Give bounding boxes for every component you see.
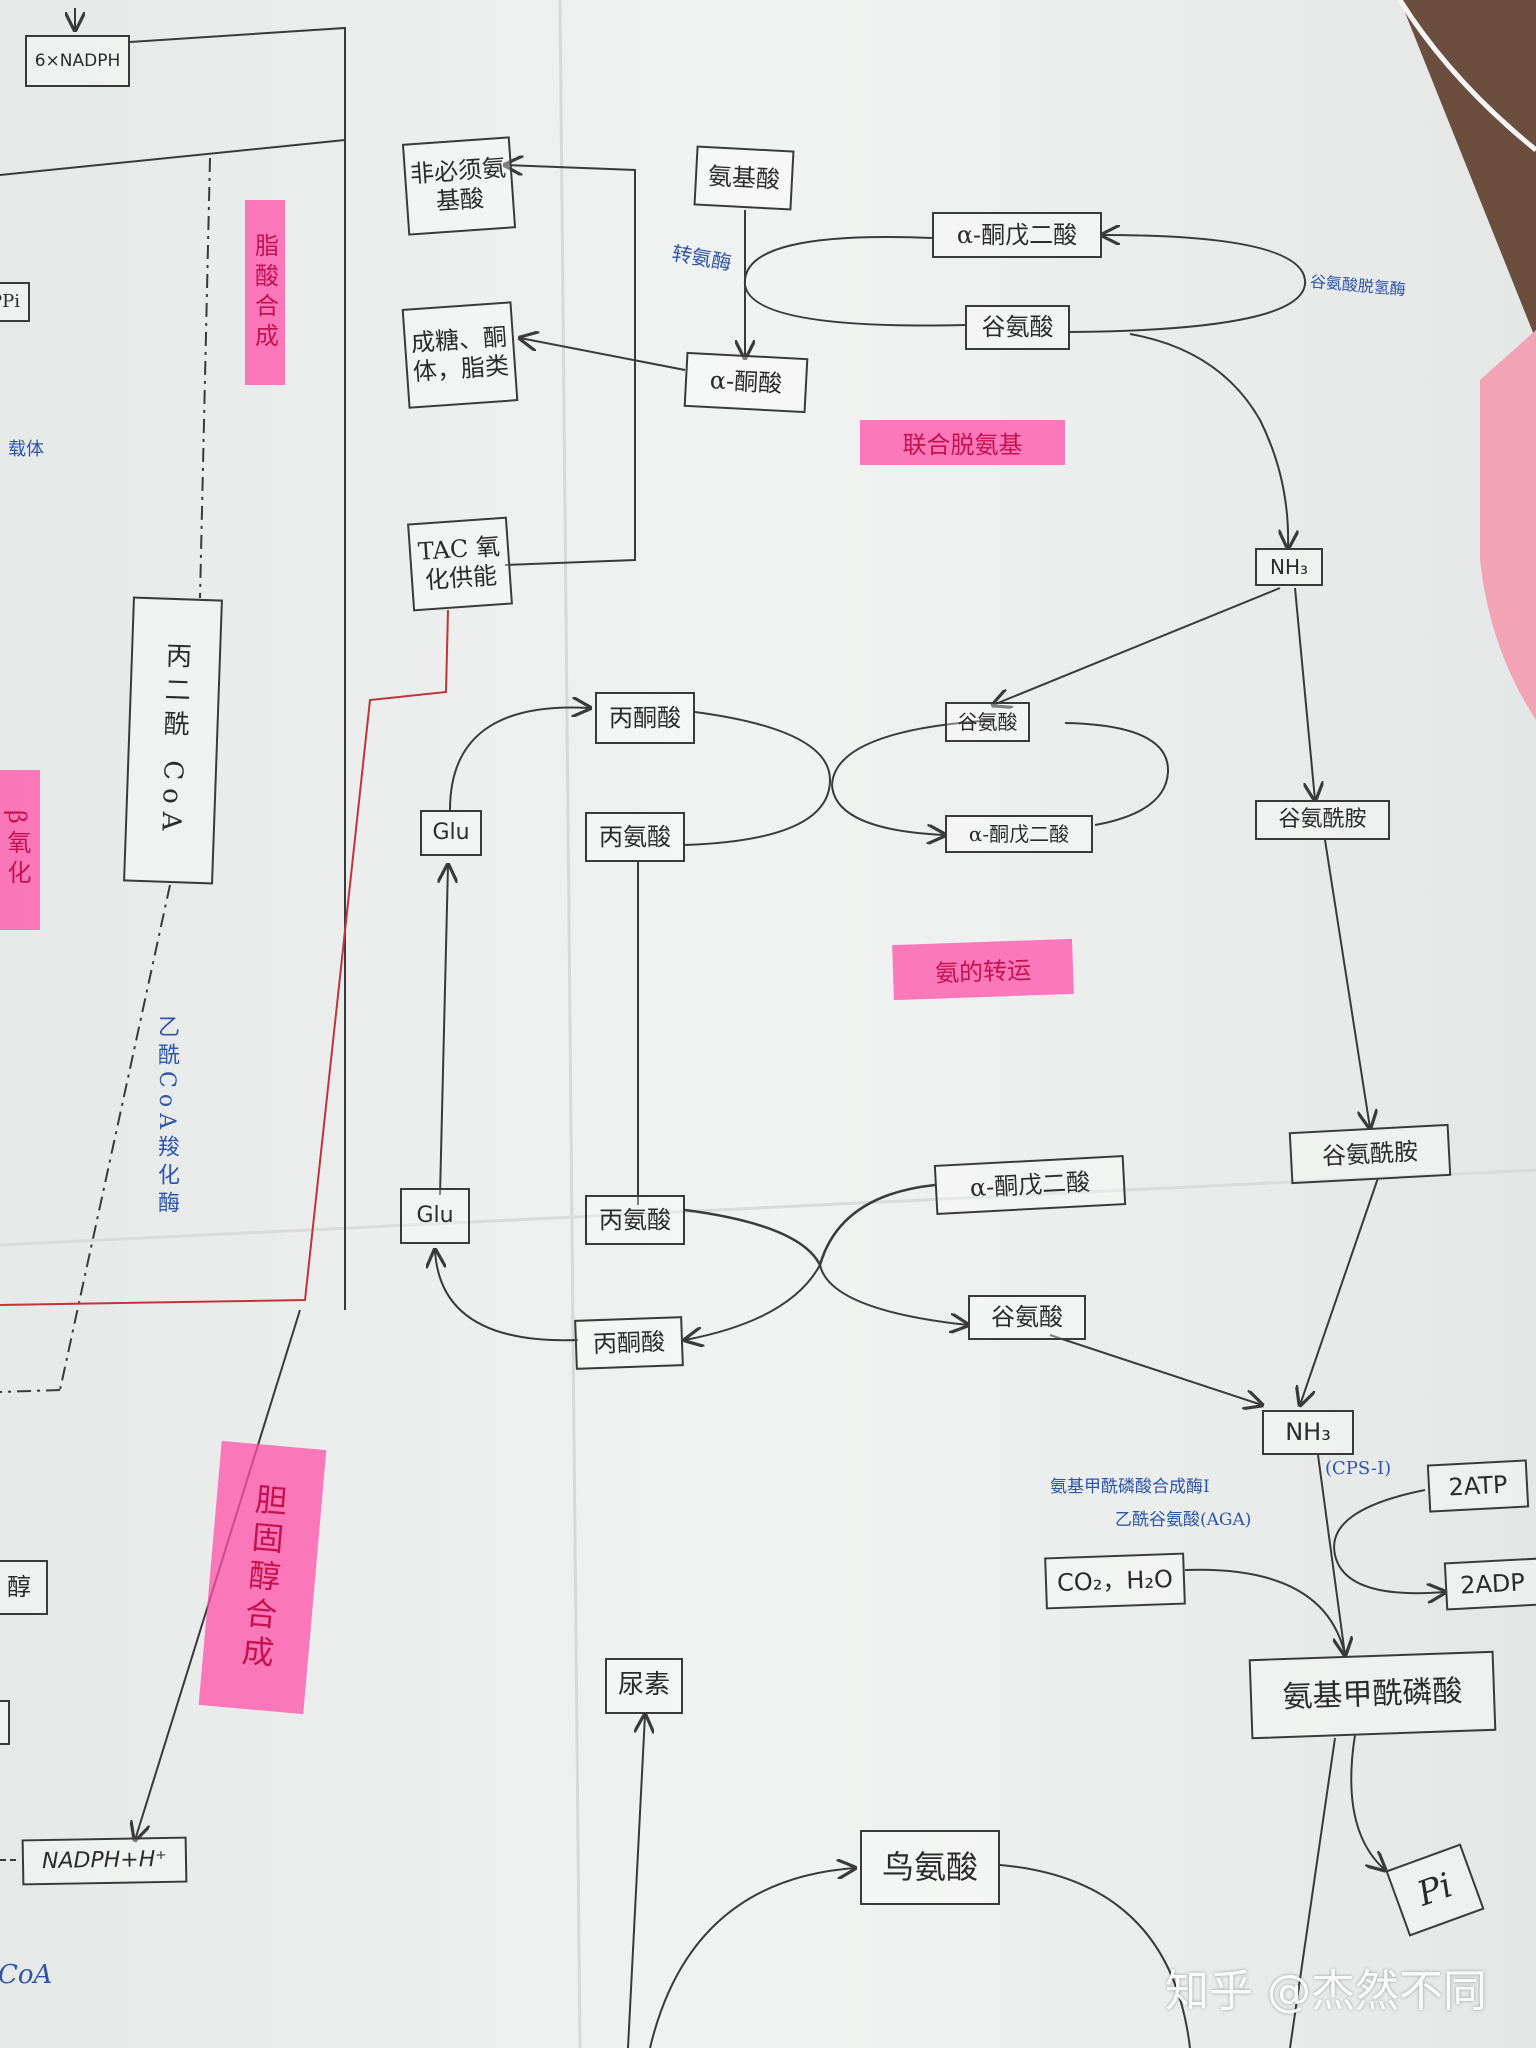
- alpha-ketoglutarate-box-bottom: α-酮戊二酸: [933, 1155, 1127, 1215]
- pyruvate-box-bottom: 丙酮酸: [574, 1316, 684, 1370]
- co2-h2o-box: CO₂，H₂O: [1044, 1552, 1186, 1610]
- glutamine-box-2: 谷氨酰胺: [1288, 1123, 1452, 1185]
- alanine-box-top: 丙氨酸: [585, 812, 685, 862]
- beta-oxidation-highlight: β氧化: [0, 770, 40, 930]
- nh3-box-bottom: NH₃: [1262, 1410, 1354, 1455]
- adp-box: 2ADP: [1443, 1557, 1536, 1611]
- glu-box-bottom: Glu: [400, 1188, 470, 1244]
- atp-box: 2ATP: [1426, 1459, 1530, 1513]
- enzyme-label-acc: 乙酰CoA羧化酶: [154, 1015, 179, 1219]
- alpha-ketoglutarate-box-mid: α-酮戊二酸: [945, 815, 1093, 853]
- cable: [1397, 0, 1536, 152]
- nonessential-amino-acid-box: 非必须氨基酸: [401, 136, 517, 236]
- amino-acid-box: 氨基酸: [693, 145, 795, 211]
- aga-label: 乙酰谷氨酸(AGA): [1115, 1510, 1252, 1530]
- fold-line-vertical: [558, 0, 582, 2048]
- ppi-fragment-box: PPi: [0, 282, 30, 322]
- blue-fragment-label: 载体: [8, 439, 44, 460]
- cps-label: (CPS-I): [1325, 1458, 1392, 1479]
- glutamate-box-bottom: 谷氨酸: [968, 1295, 1086, 1340]
- ammonia-transport-highlight: 氨的转运: [892, 938, 1074, 1001]
- pyruvate-box-top: 丙酮酸: [595, 692, 695, 744]
- coa-fragment-label: CoA: [0, 1960, 53, 1990]
- cps-enzyme-label: 氨基甲酰磷酸合成酶Ⅰ: [1050, 1477, 1210, 1497]
- alcohol-fragment-box: 醇: [0, 1560, 48, 1615]
- nadph-top-box: 6×NADPH: [25, 35, 130, 87]
- fatty-acid-synthesis-highlight: 脂酸合成: [245, 200, 285, 385]
- nadph-bottom-box: NADPH+H⁺: [21, 1836, 188, 1886]
- pink-cloth: [1480, 330, 1536, 720]
- glu-box-top: Glu: [420, 810, 482, 856]
- watermark: 知乎 @杰然不同: [1165, 1966, 1487, 2017]
- partial-box-left: [0, 1700, 10, 1745]
- combined-deamination-highlight: 联合脱氨基: [860, 420, 1065, 465]
- glutamate-box-top: 谷氨酸: [965, 305, 1070, 350]
- nh3-box-top: NH₃: [1255, 548, 1323, 586]
- urea-box: 尿素: [605, 1658, 683, 1714]
- fold-line-horizontal: [0, 1168, 1536, 1247]
- glycogenic-ketogenic-box: 成糖、酮体，脂类: [401, 301, 519, 409]
- alpha-keto-acid-box: α-酮酸: [683, 351, 809, 414]
- alanine-box-bottom: 丙氨酸: [585, 1195, 685, 1245]
- carbamoyl-phosphate-box: 氨基甲酰磷酸: [1248, 1650, 1497, 1740]
- alpha-ketoglutarate-box-top: α-酮戊二酸: [932, 212, 1102, 258]
- tac-oxidation-box: TAC 氧化供能: [407, 516, 513, 612]
- ornithine-box: 鸟氨酸: [860, 1830, 1000, 1905]
- malonyl-coa-box: 丙二酰 CoA: [123, 596, 223, 885]
- glutamine-box-1: 谷氨酰胺: [1255, 800, 1390, 840]
- glutamate-box-mid: 谷氨酸: [945, 702, 1030, 742]
